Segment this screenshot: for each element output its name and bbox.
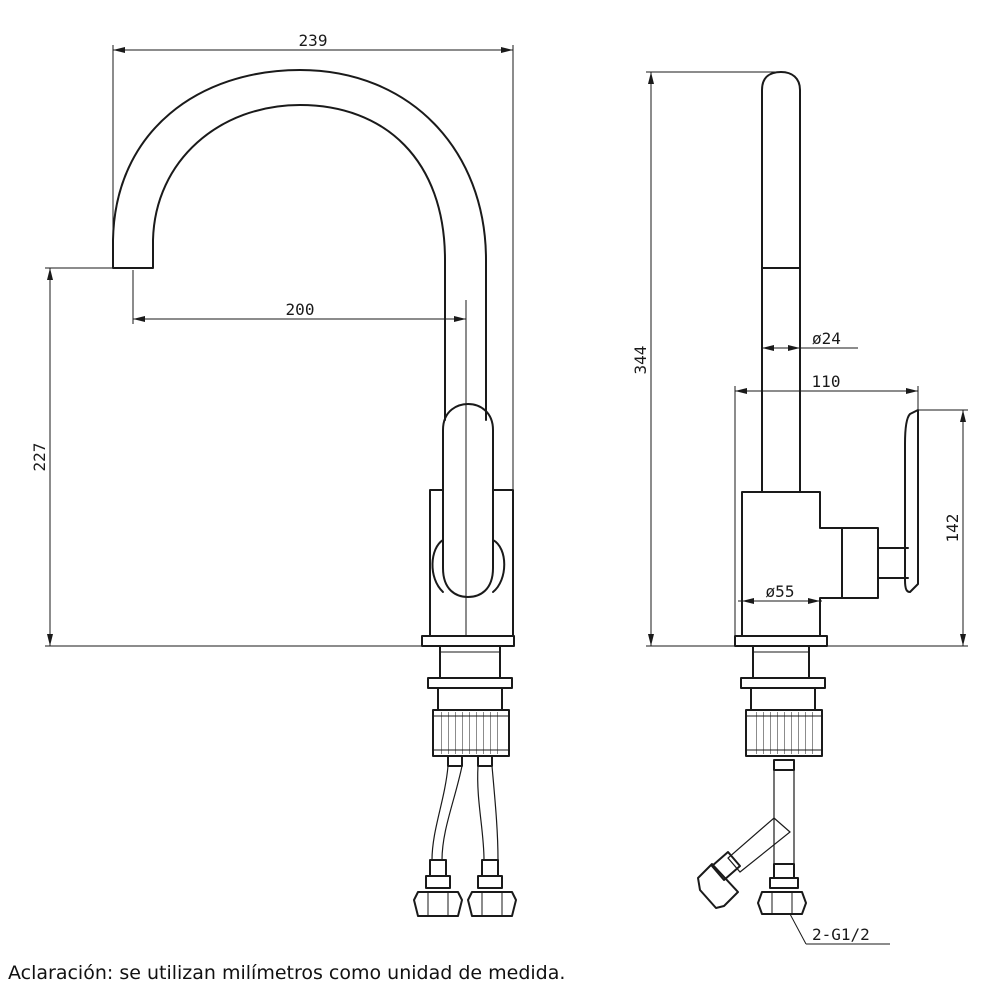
front-shank [439,645,501,679]
dim-label-142: 142 [943,514,962,543]
dim-label-200: 200 [286,300,315,319]
dim-label-base-diameter: ø55 [766,582,795,601]
side-lock-nut [745,709,823,757]
side-dim-depth: 110 [734,372,919,636]
side-view: 344 ø24 110 142 [631,71,968,945]
front-base-plate [421,635,515,647]
dim-label-239: 239 [299,31,328,50]
side-body [741,491,843,637]
front-cartridge-arc [431,539,444,593]
front-dim-height: 227 [30,267,422,647]
front-spout-outline [112,69,487,421]
side-base-plate [734,635,828,647]
hose-connection-label: 2-G1/2 [812,925,870,944]
side-hose-connection-leader: 2-G1/2 [789,913,890,945]
dim-label-344: 344 [631,346,650,375]
side-lever-paddle [904,409,919,593]
front-cartridge-arc-right [492,539,506,593]
side-dim-height: 344 [631,71,780,647]
dim-label-227: 227 [30,443,49,472]
dim-label-110: 110 [812,372,841,391]
front-view: 239 200 227 [30,31,517,917]
side-dim-spout-diameter: ø24 [762,329,858,351]
side-dim-lever-height: 142 [827,409,968,647]
side-spout [761,71,801,493]
side-dim-base-diameter: ø55 [738,582,822,604]
front-lock-nut [432,709,510,757]
front-dim-width: 239 [112,31,514,636]
side-lever-stem [841,527,879,599]
side-hoses [697,759,807,915]
front-washer [427,677,513,689]
front-hoses [413,755,517,917]
dim-label-spout-diameter: ø24 [812,329,841,348]
units-note: Aclaración: se utilizan milímetros como … [8,962,566,984]
front-lever [442,403,494,598]
front-dim-reach: 200 [132,270,467,636]
